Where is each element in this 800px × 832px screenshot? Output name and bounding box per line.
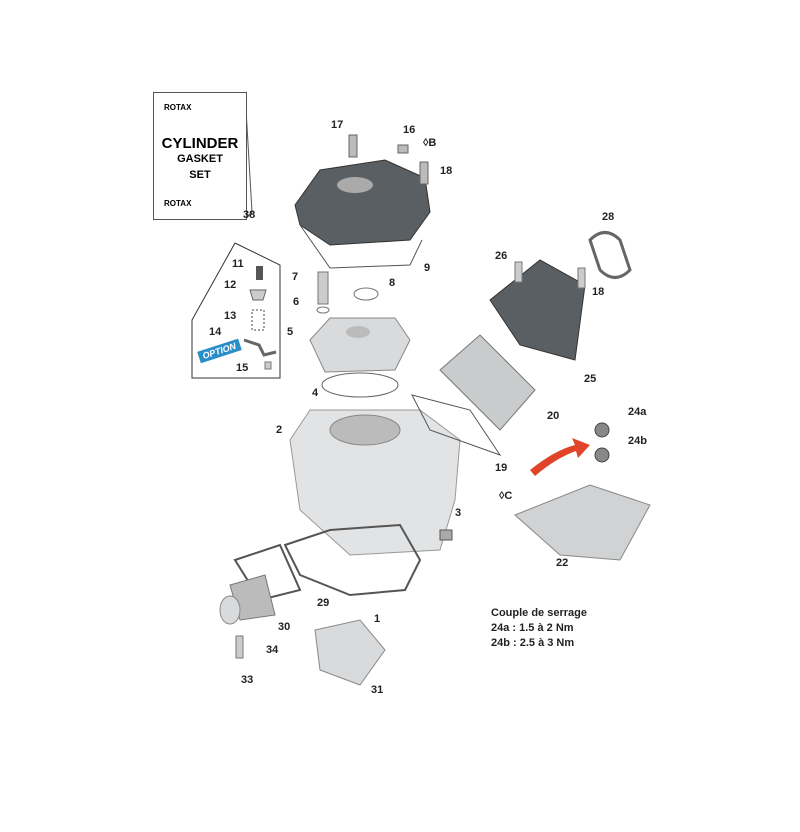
callout-16: 16 (403, 124, 416, 136)
callout-22: 22 (556, 557, 569, 569)
kit-title: CYLINDER (161, 135, 239, 152)
callout-14: 14 (209, 326, 222, 338)
callout-6: 6 (293, 296, 300, 308)
callout-30: 30 (278, 621, 291, 633)
callout-28: 28 (602, 211, 615, 223)
callout-19: 19 (495, 462, 508, 474)
callout-18: 18 (440, 165, 453, 177)
callout-15: 15 (236, 362, 249, 374)
callout-1: 1 (374, 613, 381, 625)
rotax-logo-bottom: ROTAX (164, 199, 192, 208)
cylinder-gasket-set-kit: ROTAX CYLINDER GASKET SET ROTAX (153, 92, 247, 220)
callout-25: 25 (584, 373, 597, 385)
torque-title: Couple de serrage (491, 607, 587, 619)
callout-17: 17 (331, 119, 344, 131)
callout-11: 11 (232, 258, 244, 270)
torque-specs: Couple de serrage 24a : 1.5 à 2 Nm 24b :… (491, 606, 587, 651)
callout-9: 9 (424, 262, 431, 274)
callout-8: 8 (389, 277, 396, 289)
callout-12: 12 (224, 279, 237, 291)
callout-b: ◊B (423, 137, 437, 149)
callout-31: 31 (371, 684, 384, 696)
callout-2: 2 (276, 424, 283, 436)
kit-subtitle-1: GASKET (177, 153, 223, 165)
callout-33: 33 (241, 674, 254, 686)
callout-18b: 18 (592, 286, 605, 298)
callout-24b: 24b (628, 435, 647, 447)
option-frame (191, 242, 281, 379)
callout-3: 3 (455, 507, 462, 519)
cylinder-head (294, 159, 431, 246)
torque-24b: 24b : 2.5 à 3 Nm (491, 637, 575, 649)
callout-5: 5 (287, 326, 294, 338)
callout-29: 29 (317, 597, 330, 609)
rotax-logo: ROTAX (164, 103, 192, 112)
callout-34: 34 (266, 644, 279, 656)
callout-20: 20 (547, 410, 560, 422)
cylinder (289, 409, 461, 556)
kit-subtitle-2: SET (189, 169, 211, 181)
callout-38: 38 (243, 209, 256, 221)
callout-c: ◊C (499, 490, 513, 502)
torque-24a: 24a : 1.5 à 2 Nm (491, 622, 574, 634)
callout-24a: 24a (628, 406, 647, 418)
callout-4: 4 (312, 387, 319, 399)
callout-26: 26 (495, 250, 508, 262)
callout-7: 7 (292, 271, 299, 283)
callout-13: 13 (224, 310, 237, 322)
